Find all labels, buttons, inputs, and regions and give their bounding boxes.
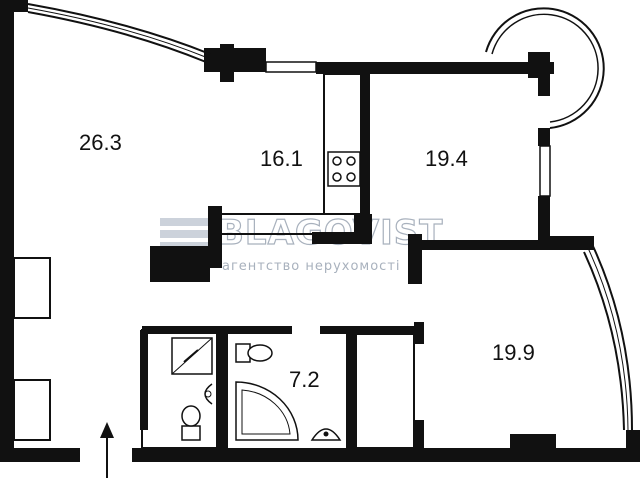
- room-kitchen-area: 16.1: [260, 146, 303, 171]
- toilet-main-icon: [235, 343, 273, 363]
- watermark-tagline: агентство нерухомості: [222, 259, 401, 274]
- interior-walls: [13, 73, 556, 452]
- fixtures: [171, 151, 361, 441]
- stove-icon: [327, 151, 361, 187]
- room-labels: 26.3 16.1 19.4 19.9 7.2: [79, 130, 535, 392]
- window-bedroom-1: [539, 145, 551, 197]
- room-bathroom-area: 7.2: [289, 367, 320, 392]
- washbasin-icon: [310, 428, 342, 441]
- window-kitchen: [265, 61, 317, 73]
- room-bedroom-2-area: 19.9: [492, 340, 535, 365]
- windows: [27, 3, 633, 431]
- toilet-icon: [181, 405, 201, 441]
- room-bedroom-1-area: 19.4: [425, 146, 468, 171]
- room-living-area: 26.3: [79, 130, 122, 155]
- entrance-arrow-icon: [100, 422, 114, 478]
- watermark-logo-icon: [160, 218, 208, 250]
- sink-icon: [204, 383, 213, 405]
- bathtub-icon: [235, 381, 299, 441]
- outer-walls: [0, 0, 640, 462]
- balcony: [485, 7, 605, 129]
- shower-icon: [171, 337, 213, 375]
